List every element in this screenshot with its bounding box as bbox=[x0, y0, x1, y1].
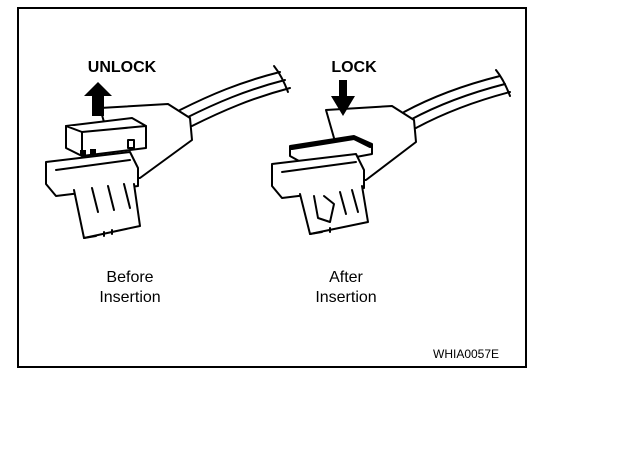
right-wires bbox=[403, 69, 511, 129]
right-caption: After Insertion bbox=[286, 268, 406, 308]
figure-frame bbox=[17, 7, 527, 368]
left-caption: Before Insertion bbox=[74, 268, 186, 308]
lock-arrow-down-icon bbox=[331, 80, 355, 116]
right-connector-body bbox=[271, 105, 417, 235]
lock-label: LOCK bbox=[331, 59, 377, 76]
left-caption-line2: Insertion bbox=[99, 289, 161, 306]
left-wires bbox=[179, 65, 291, 127]
figure-code: WHIA0057E bbox=[433, 347, 500, 361]
left-caption-line1: Before bbox=[106, 269, 154, 286]
unlock-label: UNLOCK bbox=[87, 59, 157, 76]
unlock-arrow-up-icon bbox=[84, 82, 112, 116]
right-caption-line2: Insertion bbox=[315, 289, 377, 306]
left-connector-body bbox=[45, 103, 193, 239]
right-caption-line1: After bbox=[329, 269, 363, 286]
